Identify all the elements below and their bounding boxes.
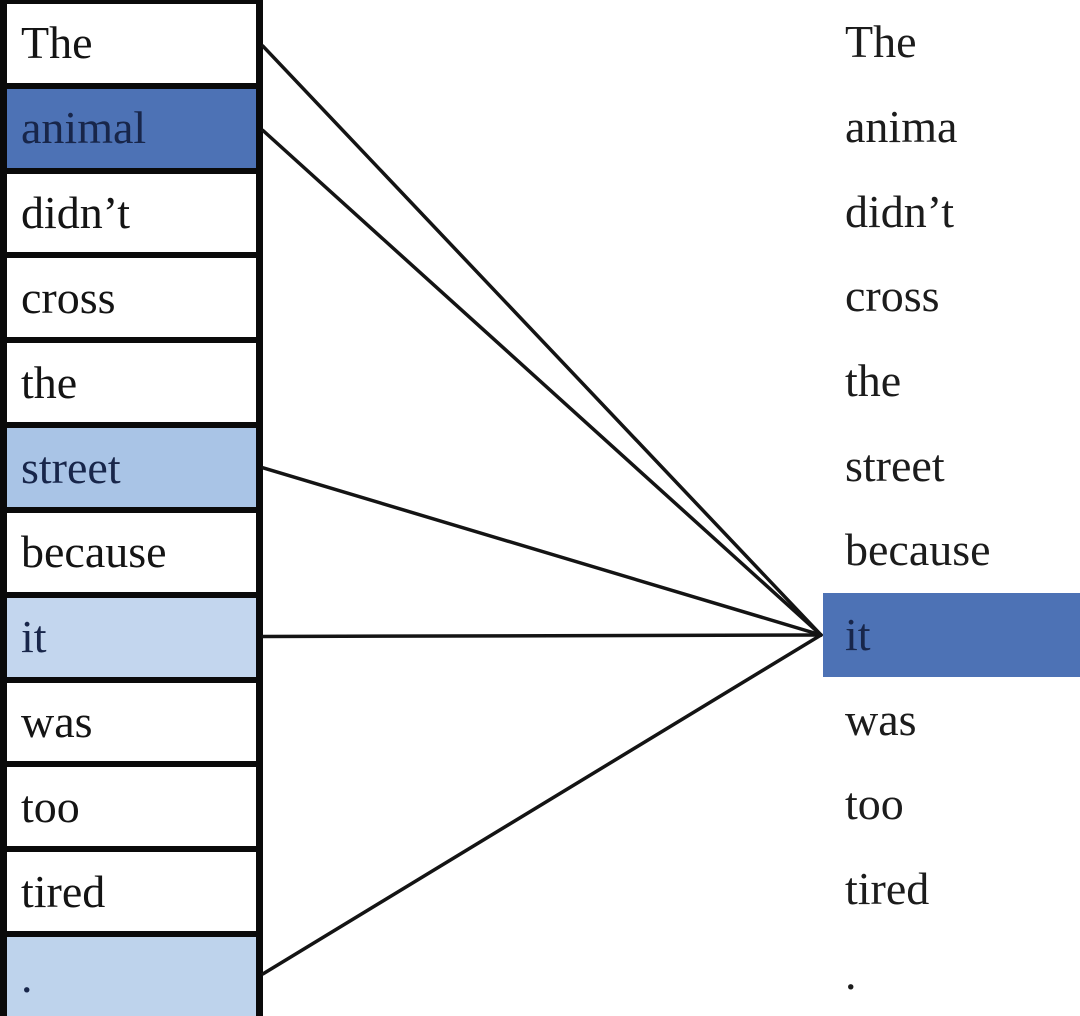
attention-line-from-0 — [261, 44, 823, 637]
target-token-row-anima: anima — [823, 85, 1080, 170]
source-token-row-the: the — [7, 343, 256, 429]
attention-line-from-11 — [261, 633, 823, 976]
target-token-label: anima — [845, 101, 958, 152]
source-token-row-because: because — [7, 512, 256, 598]
target-token-label: . — [845, 947, 857, 999]
source-token-label: was — [21, 696, 93, 748]
source-token-row-street: street — [7, 428, 256, 513]
target-token-row-was: was — [823, 677, 1080, 762]
source-token-label: because — [21, 526, 167, 578]
source-token-row-tired: tired — [7, 852, 256, 938]
target-token-label: street — [845, 439, 945, 491]
target-token-row-because: because — [823, 508, 1080, 593]
target-token-row-tired: tired — [823, 847, 1080, 932]
target-token-row-period: . — [823, 931, 1080, 1016]
source-token-row-didnt: didn’t — [7, 173, 256, 259]
target-token-label: didn’t — [845, 185, 955, 237]
target-token-row-too: too — [823, 762, 1080, 847]
attention-line-from-5 — [261, 466, 823, 637]
source-token-label: the — [21, 356, 78, 408]
source-token-label: too — [21, 780, 80, 832]
source-token-row-cross: cross — [7, 258, 256, 344]
target-token-row-The: The — [823, 0, 1080, 85]
source-token-label: The — [21, 17, 93, 69]
source-token-row-: . — [7, 937, 256, 1016]
source-token-label: street — [21, 441, 121, 493]
source-token-label: animal — [21, 102, 147, 154]
source-token-row-too: too — [7, 767, 256, 853]
attention-line-from-1 — [261, 128, 823, 637]
source-token-row-animal: animal — [7, 88, 256, 174]
source-token-label: cross — [21, 271, 116, 323]
target-token-label: the — [845, 355, 902, 407]
target-token-row-didnt: didn’t — [823, 169, 1080, 254]
target-token-column: The anima didn’t cross the street because it was… — [823, 0, 1080, 1016]
target-token-label: too — [845, 778, 904, 830]
source-token-label: it — [21, 611, 47, 663]
source-token-label: tired — [21, 865, 106, 917]
target-token-label: The — [845, 16, 917, 68]
source-token-label: . — [21, 950, 33, 1002]
target-token-label: it — [845, 609, 871, 661]
attention-line-from-7 — [261, 633, 823, 639]
target-token-label: tired — [845, 863, 930, 915]
source-token-column: The animal didn’t cross the street because it wa… — [0, 0, 263, 1016]
target-token-label: because — [845, 524, 991, 576]
target-token-label: was — [845, 693, 917, 745]
source-token-row-it: it — [7, 597, 256, 683]
target-token-row-cross: cross — [823, 254, 1080, 339]
target-token-row-the: the — [823, 339, 1080, 424]
target-token-row-it: it — [823, 592, 1080, 678]
source-token-row-The: The — [7, 4, 256, 89]
source-token-label: didn’t — [21, 187, 131, 239]
target-token-row-street: street — [823, 423, 1080, 508]
target-token-label: cross — [845, 270, 940, 322]
source-token-row-was: was — [7, 682, 256, 768]
